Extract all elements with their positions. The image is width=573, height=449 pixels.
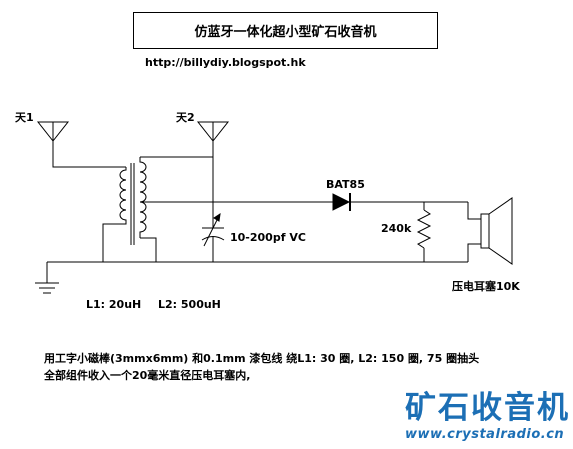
earpiece-label: 压电耳塞10K (452, 279, 520, 293)
l2-label: L2: 500uH (158, 298, 221, 311)
antenna-1-label: 天1 (15, 111, 34, 124)
watermark-brand: 矿石收音机 (405, 390, 570, 426)
ground-icon (35, 262, 59, 294)
l1-label: L1: 20uH (86, 298, 141, 311)
diagram-title: 仿蓝牙一体化超小型矿石收音机 (194, 25, 377, 40)
note-line-2: 全部组件收入一个20毫米直径压电耳塞内, (44, 369, 251, 382)
wire-antenna1 (52, 141, 126, 168)
title-box: 仿蓝牙一体化超小型矿石收音机 (133, 12, 438, 49)
watermark-site[interactable]: www.crystalradio.cn (405, 427, 565, 442)
resistor-label: 240k (381, 222, 412, 235)
variable-capacitor (201, 202, 225, 262)
diode-label: BAT85 (326, 178, 365, 191)
earpiece-symbol (467, 197, 513, 265)
diode-bat85 (332, 193, 468, 211)
antenna-2-label: 天2 (176, 111, 195, 124)
blog-url[interactable]: http://billydiy.blogspot.hk (145, 56, 306, 69)
capacitor-label: 10-200pf VC (230, 231, 306, 244)
antenna-1-symbol (36, 121, 70, 142)
coil-l1 (102, 167, 127, 262)
note-line-1: 用工字小磁棒(3mmx6mm) 和0.1mm 漆包线 绕L1: 30 圈, L2… (44, 352, 480, 365)
antenna-2-symbol (196, 121, 230, 142)
resistor-240k (416, 202, 432, 262)
